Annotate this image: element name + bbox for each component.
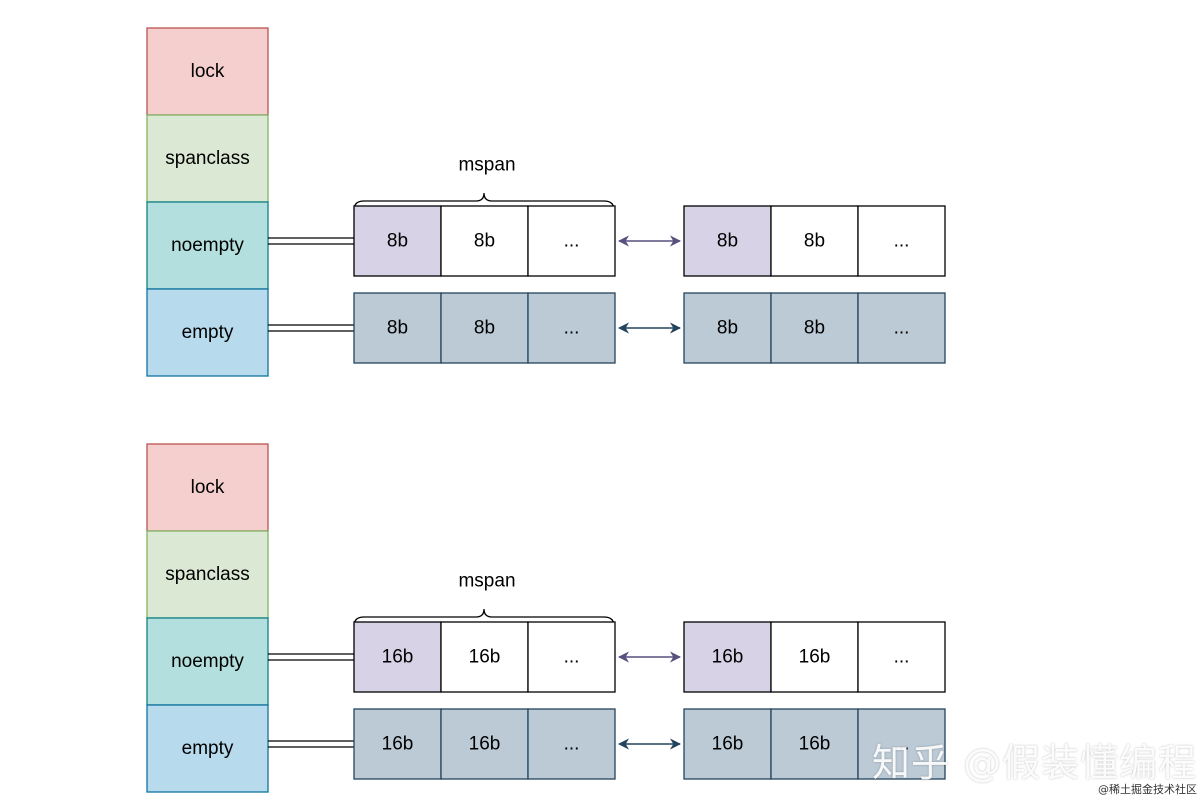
field-empty-label: empty: [182, 322, 234, 343]
field-spanclass-label: spanclass: [165, 148, 250, 169]
span-cell: [770, 708, 859, 780]
mspan-brace: [353, 608, 615, 627]
juejin-watermark: @稀土掘金技术社区: [1098, 783, 1197, 796]
field-empty-box: [146, 704, 269, 793]
span-cell-label: 8b: [474, 231, 495, 252]
mspan-brace: [353, 192, 615, 211]
field-noempty-label: noempty: [171, 235, 244, 256]
span-cell-label: ...: [564, 647, 580, 668]
mcentral-group-1: lock spanclass noempty empty mspan 8b 8b... 8b 8…: [146, 27, 946, 377]
span-cell-label: 8b: [387, 318, 408, 339]
span-cell-label: 8b: [387, 231, 408, 252]
field-lock-box: [146, 27, 269, 116]
field-spanclass-box: [146, 114, 269, 203]
span-cell: [770, 205, 859, 277]
span-cell-label: 16b: [799, 647, 831, 668]
span-cell-label: 16b: [469, 734, 501, 755]
field-noempty-box: [146, 617, 269, 706]
span-cell-label: 8b: [804, 231, 825, 252]
field-empty-box: [146, 288, 269, 377]
span-cell-label: 16b: [382, 647, 414, 668]
span-cell: [353, 292, 442, 364]
span-cell-label: 16b: [712, 647, 744, 668]
field-lock-label: lock: [191, 477, 225, 498]
span-cell: [770, 621, 859, 693]
mcentral-group-2: lock spanclass noempty empty mspan 16b 16b... 1…: [146, 443, 946, 793]
span-cell: [683, 621, 772, 693]
field-noempty-label: noempty: [171, 651, 244, 672]
span-cell-label: ...: [894, 734, 910, 755]
span-cell-label: 8b: [717, 318, 738, 339]
span-cell: [857, 708, 946, 780]
span-cell-label: 8b: [474, 318, 495, 339]
span-cell-label: ...: [894, 231, 910, 252]
span-cell-label: ...: [564, 734, 580, 755]
field-lock-label: lock: [191, 61, 225, 82]
span-cell: [527, 292, 616, 364]
field-spanclass-box: [146, 530, 269, 619]
span-cell-label: ...: [564, 231, 580, 252]
span-cell: [440, 292, 529, 364]
span-cell: [440, 708, 529, 780]
mspan-brace-label: mspan: [458, 155, 515, 176]
span-cell-label: 8b: [804, 318, 825, 339]
span-cell-label: 16b: [469, 647, 501, 668]
span-cell: [440, 205, 529, 277]
span-cell: [527, 708, 616, 780]
field-noempty-box: [146, 201, 269, 290]
span-cell: [857, 292, 946, 364]
span-cell: [857, 621, 946, 693]
field-lock-box: [146, 443, 269, 532]
span-cell-label: 16b: [712, 734, 744, 755]
span-cell: [683, 205, 772, 277]
span-cell: [353, 621, 442, 693]
span-cell-label: 16b: [382, 734, 414, 755]
span-cell-label: 16b: [799, 734, 831, 755]
span-cell-label: ...: [564, 318, 580, 339]
span-cell: [527, 205, 616, 277]
span-cell: [353, 205, 442, 277]
span-cell: [683, 292, 772, 364]
field-spanclass-label: spanclass: [165, 564, 250, 585]
field-empty-label: empty: [182, 738, 234, 759]
mspan-brace-label: mspan: [458, 571, 515, 592]
span-cell-label: ...: [894, 647, 910, 668]
span-cell: [527, 621, 616, 693]
span-cell: [857, 205, 946, 277]
span-cell-label: ...: [894, 318, 910, 339]
zhihu-watermark: 知乎 @假装懂编程: [872, 741, 1198, 785]
span-cell-label: 8b: [717, 231, 738, 252]
